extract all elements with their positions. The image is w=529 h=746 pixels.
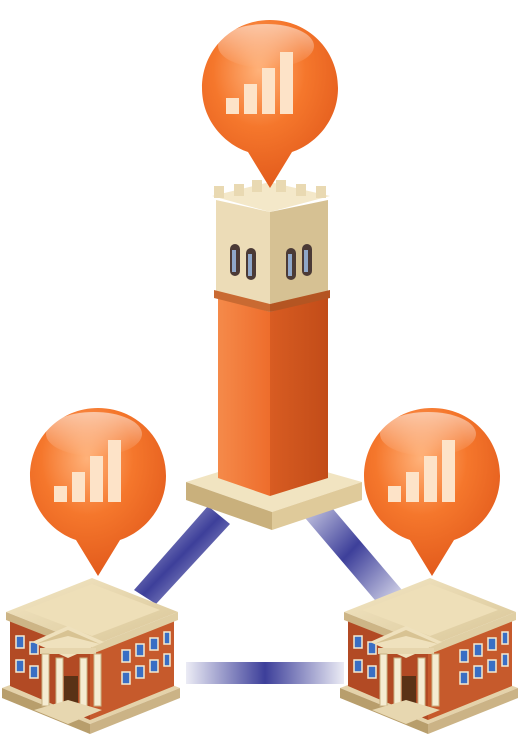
link-tower-to-left-building	[134, 506, 230, 604]
link-tower-to-right-building	[300, 496, 402, 606]
school-building-right	[339, 577, 519, 735]
signal-strength-pin-left	[30, 408, 166, 576]
network-links	[134, 496, 402, 684]
link-left-to-right-building	[186, 662, 344, 684]
campus-tower	[186, 180, 362, 530]
signal-strength-pin-right	[364, 408, 500, 576]
signal-strength-pin-tower	[202, 20, 338, 188]
